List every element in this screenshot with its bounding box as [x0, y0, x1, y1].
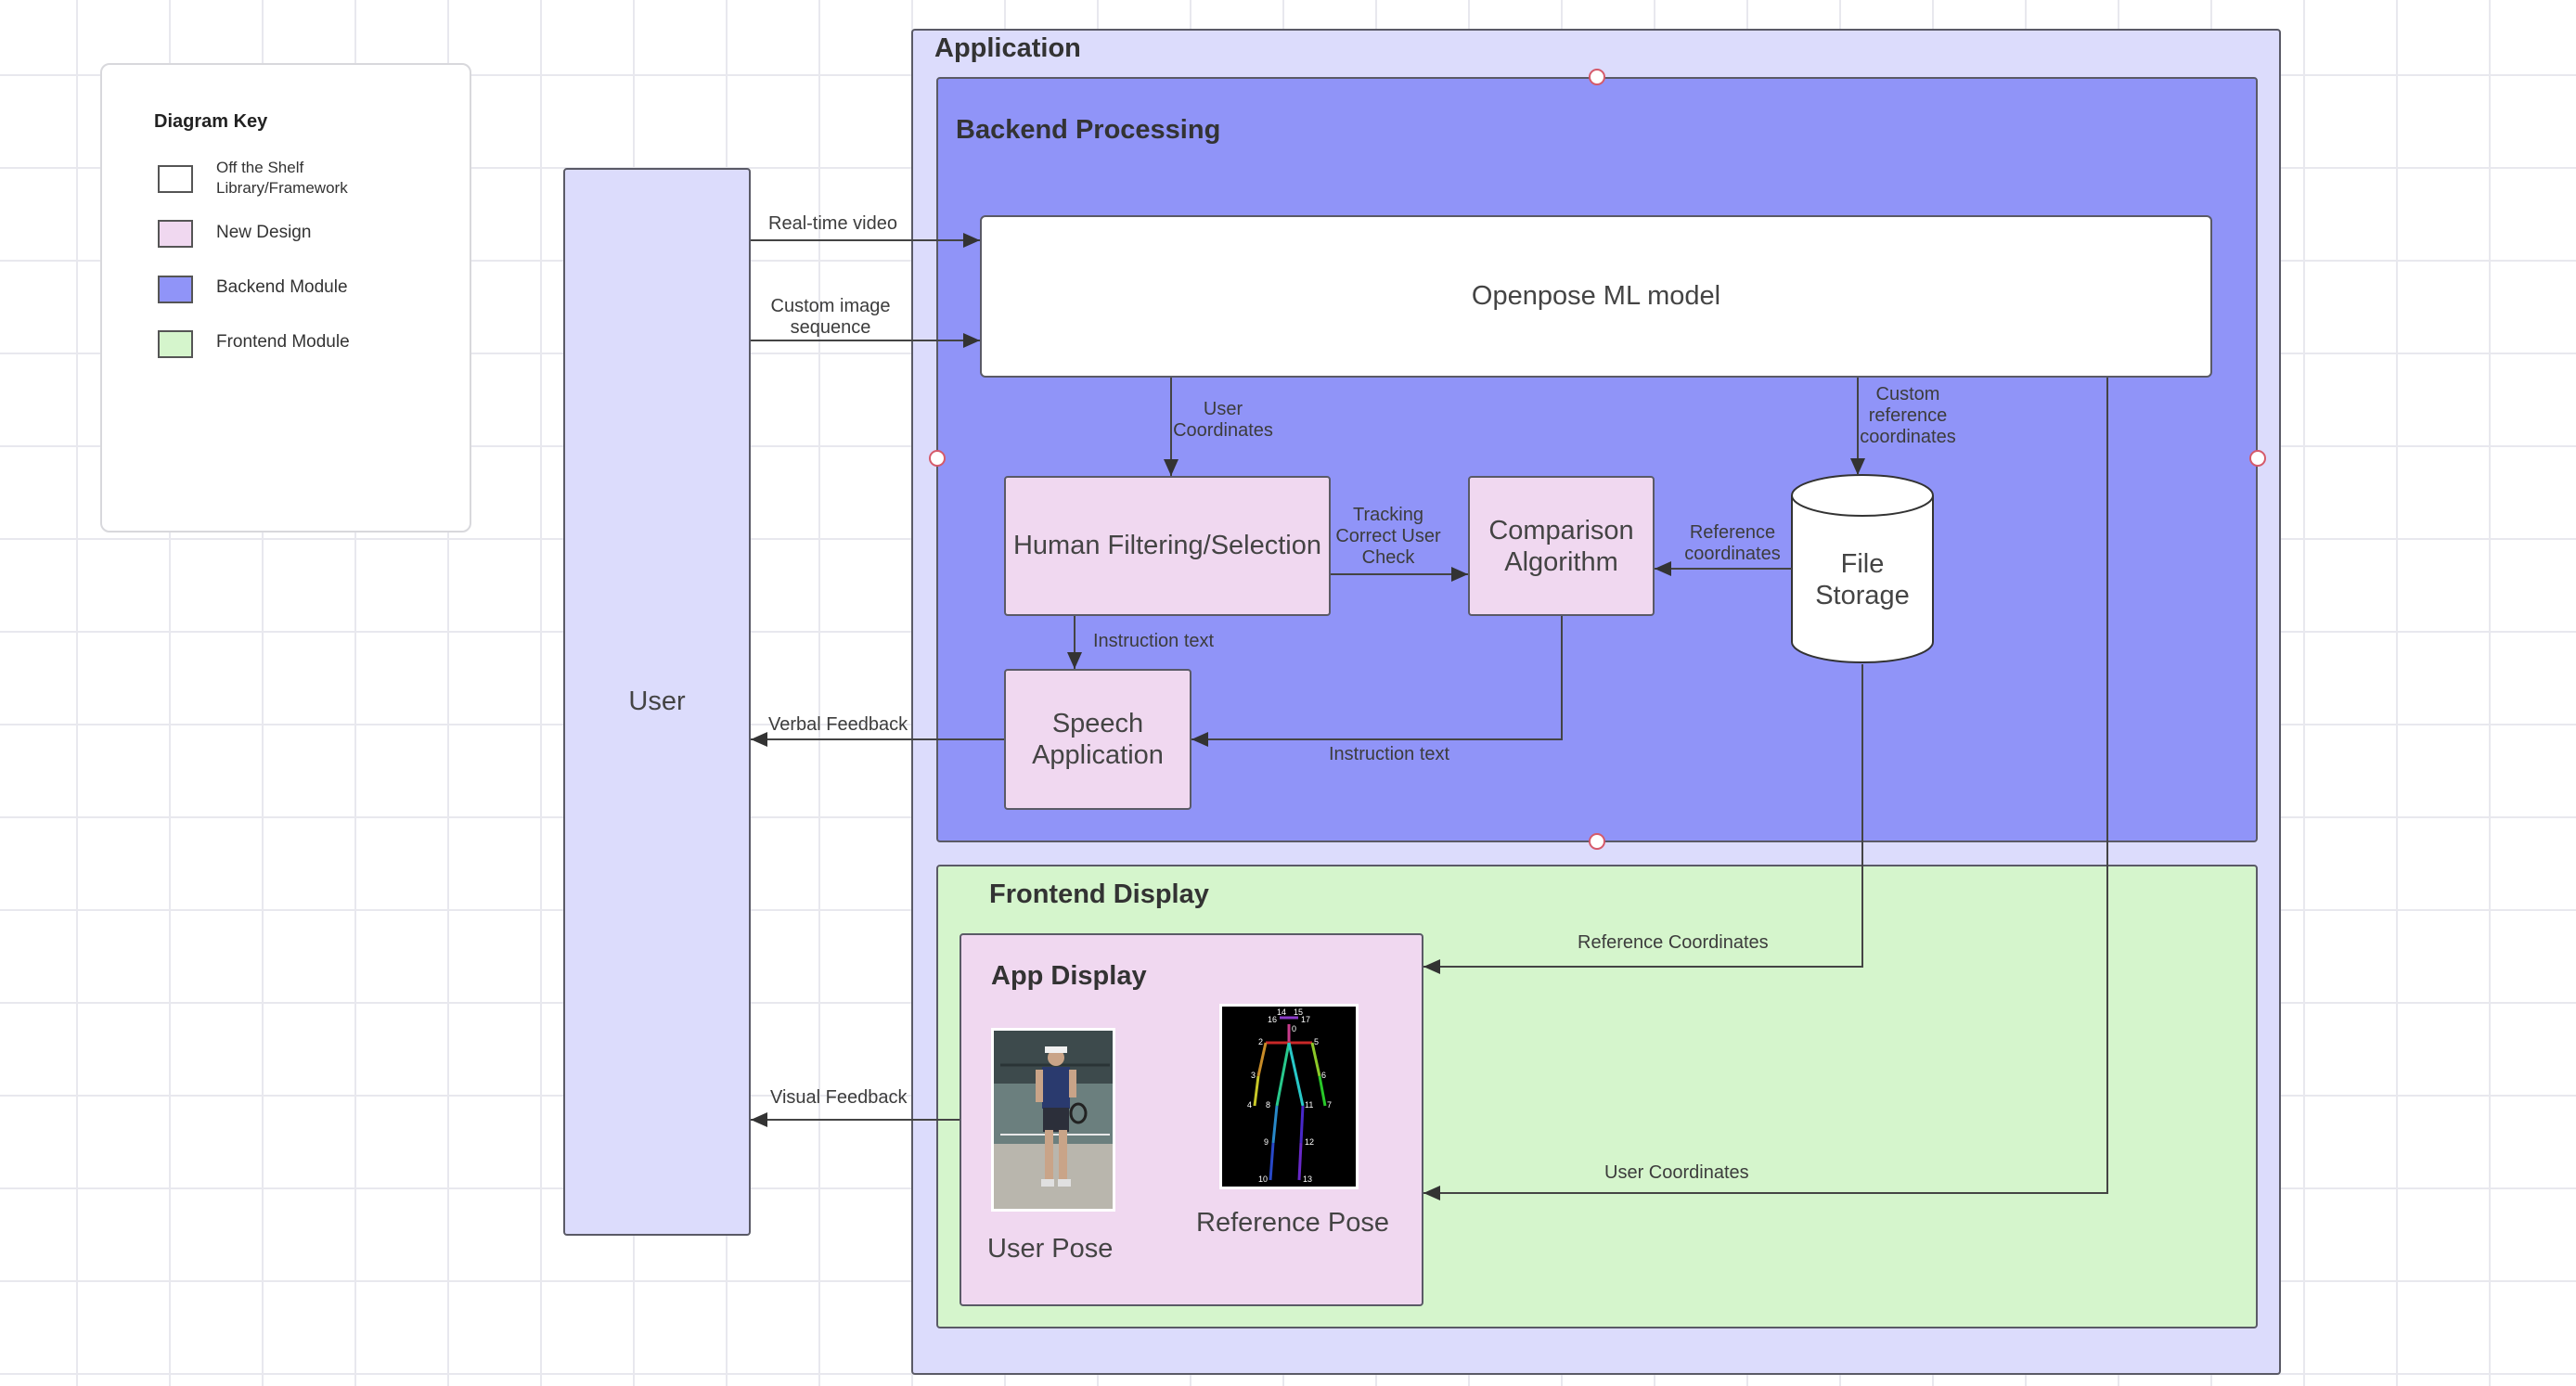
app-display-title: App Display — [991, 961, 1147, 991]
key-label-library: Off the Shelf Library/Framework — [216, 159, 348, 197]
diagram-key-title: Diagram Key — [154, 111, 268, 132]
comparison-algorithm-box[interactable]: Comparison Algorithm — [1468, 476, 1655, 616]
key-swatch-frontend — [158, 330, 193, 358]
skeleton-label: 15 — [1294, 1007, 1303, 1017]
connection-handle-bottom[interactable] — [1589, 833, 1605, 850]
skeleton-label: 14 — [1277, 1007, 1286, 1017]
edge-label-user-coordinates: User Coordinates — [1173, 399, 1273, 441]
connection-handle-top[interactable] — [1589, 69, 1605, 85]
connection-handle-right[interactable] — [2249, 450, 2266, 467]
frontend-title: Frontend Display — [989, 879, 1209, 909]
key-swatch-backend — [158, 276, 193, 303]
comparison-algorithm-label: Comparison Algorithm — [1488, 515, 1634, 577]
edge-label-realtime-video: Real-time video — [768, 213, 897, 234]
skeleton-label: 0 — [1292, 1024, 1296, 1033]
speech-application-label: Speech Application — [1032, 709, 1164, 770]
key-swatch-library — [158, 165, 193, 193]
reference-pose-label: Reference Pose — [1196, 1208, 1389, 1238]
edge-label-instruction-text-1: Instruction text — [1093, 631, 1215, 651]
edge-label-visual-feedback: Visual Feedback — [770, 1087, 908, 1108]
user-pose-image — [991, 1028, 1115, 1212]
user-pose-label: User Pose — [987, 1234, 1114, 1264]
skeleton-label: 17 — [1301, 1015, 1310, 1024]
skeleton-label: 11 — [1305, 1100, 1313, 1110]
skeleton-label: 6 — [1321, 1071, 1326, 1080]
skeleton-label: 9 — [1264, 1137, 1269, 1147]
skeleton-label: 8 — [1266, 1100, 1270, 1110]
edge-instruction-text-comparison — [1191, 616, 1563, 747]
edge-label-custom-reference: Custom reference coordinates — [1860, 384, 1956, 447]
connection-handle-left[interactable] — [929, 450, 946, 467]
speech-application-box[interactable]: Speech Application — [1004, 669, 1191, 810]
openpose-label: Openpose ML model — [1471, 281, 1721, 311]
edge-label-verbal-feedback: Verbal Feedback — [768, 714, 908, 735]
edge-label-user-coordinates-2: User Coordinates — [1604, 1162, 1749, 1183]
skeleton-label: 16 — [1268, 1015, 1277, 1024]
edge-user-coordinates-frontend — [1423, 378, 2108, 1200]
skeleton-label: 13 — [1303, 1174, 1312, 1184]
key-label-new-design: New Design — [216, 223, 312, 242]
user-box[interactable]: User — [563, 168, 751, 1236]
skeleton-label: 7 — [1327, 1100, 1332, 1110]
user-label: User — [628, 687, 686, 716]
skeleton-label: 4 — [1247, 1100, 1252, 1110]
edge-label-instruction-text-2: Instruction text — [1329, 744, 1450, 764]
skeleton-label: 3 — [1251, 1071, 1256, 1080]
skeleton-label: 12 — [1305, 1137, 1314, 1147]
key-label-frontend: Frontend Module — [216, 332, 350, 352]
edge-label-reference-coords: Reference coordinates — [1684, 522, 1781, 564]
skeleton-label: 5 — [1314, 1037, 1319, 1046]
application-title: Application — [934, 33, 1081, 63]
skeleton-label: 2 — [1258, 1037, 1263, 1046]
key-label-backend: Backend Module — [216, 277, 348, 297]
file-storage-label: File Storage — [1815, 549, 1910, 610]
openpose-box[interactable]: Openpose ML model — [980, 215, 2212, 378]
edge-label-custom-image: Custom image sequence — [770, 296, 891, 338]
backend-title: Backend Processing — [956, 115, 1221, 145]
edge-label-tracking: Tracking Correct User Check — [1335, 505, 1441, 568]
skeleton-label: 10 — [1258, 1174, 1268, 1184]
human-filtering-label: Human Filtering/Selection — [1012, 531, 1322, 560]
human-filtering-box[interactable]: Human Filtering/Selection — [1004, 476, 1331, 616]
key-swatch-new-design — [158, 220, 193, 248]
edge-label-reference-coordinates: Reference Coordinates — [1578, 932, 1769, 953]
file-storage-cylinder[interactable] — [1790, 473, 1935, 666]
edge-reference-coordinates-frontend — [1423, 664, 1863, 974]
reference-pose-image: 14 15 16 17 0 2 5 3 6 4 7 8 11 9 12 10 1… — [1219, 1004, 1359, 1189]
